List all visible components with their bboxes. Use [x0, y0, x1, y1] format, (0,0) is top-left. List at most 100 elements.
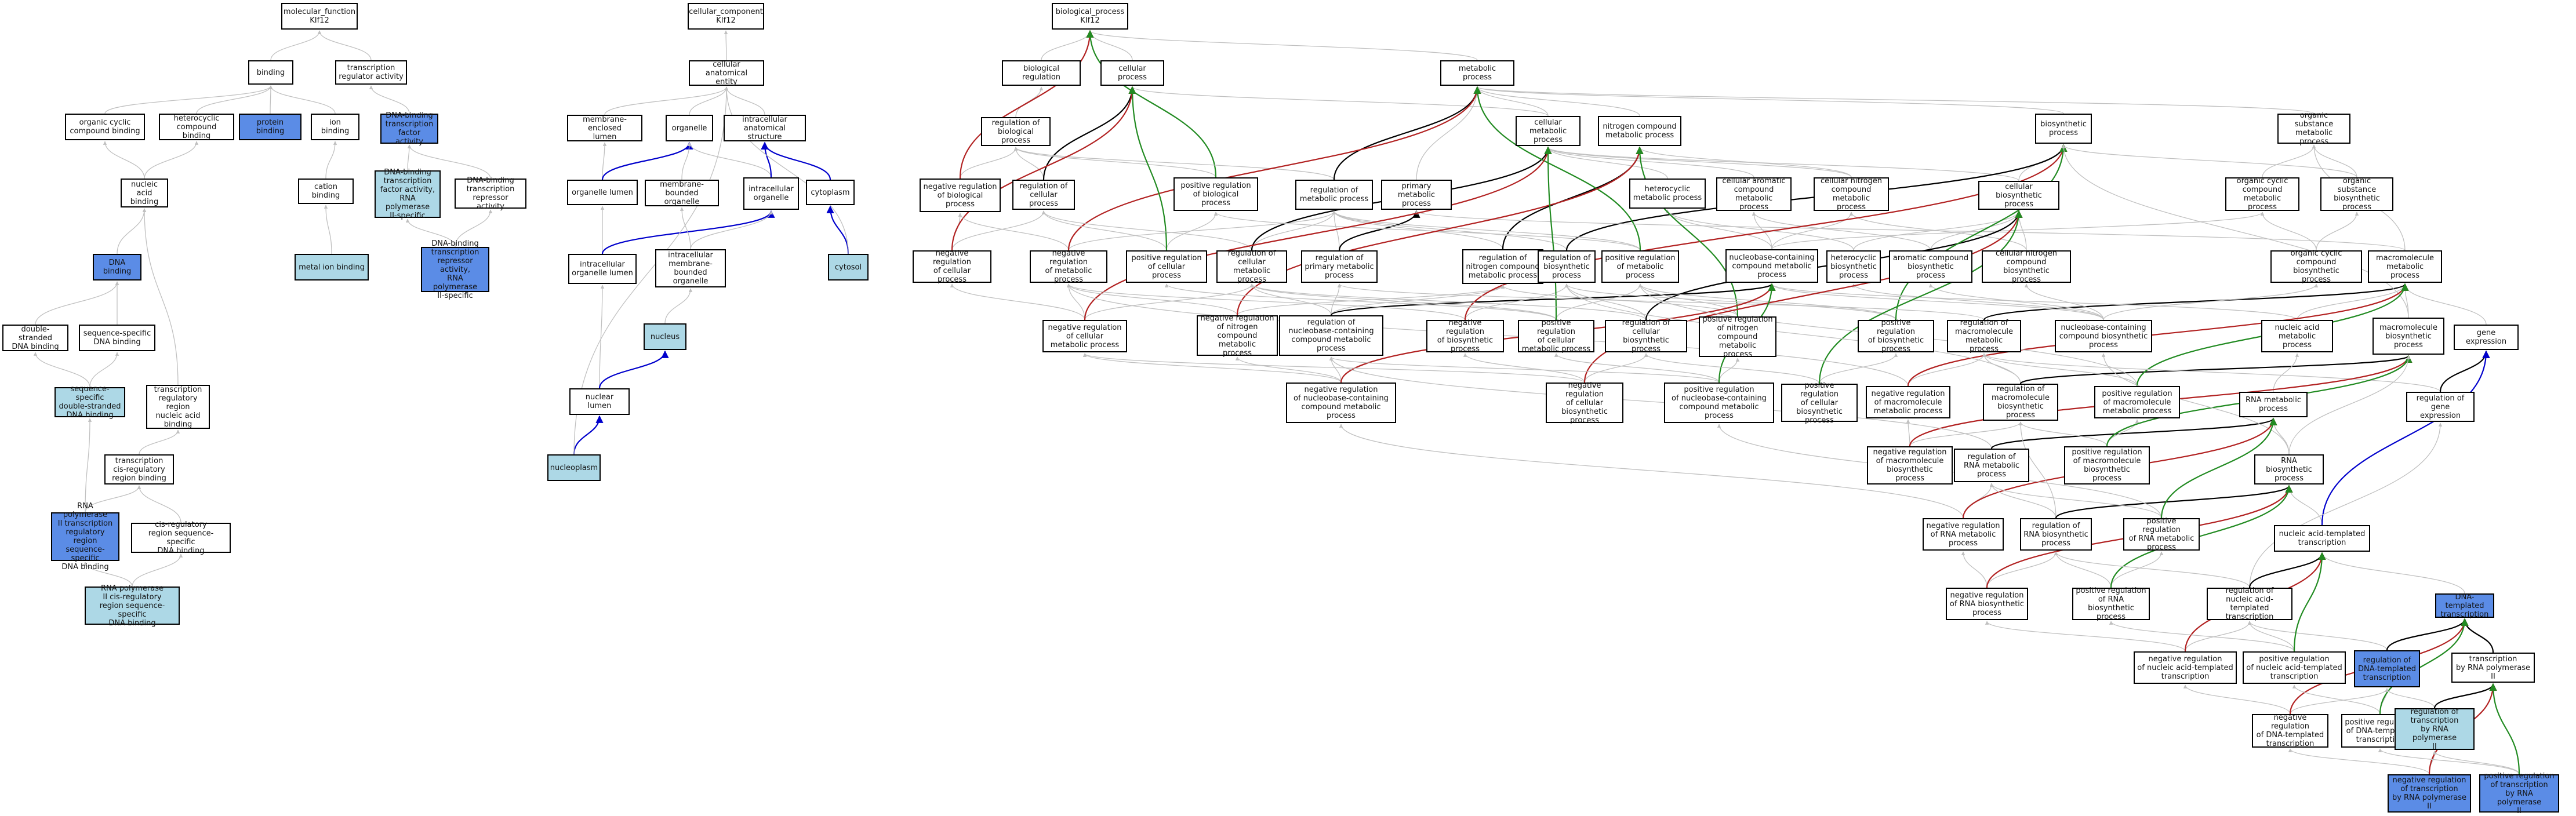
edge-pol2-reg-to-tcr	[85, 485, 141, 513]
edge-reg-nb-metab-to-reg-prim-metab	[1331, 283, 1342, 316]
edge-pos-reg-rna-biosyn-to-reg-rna-biosyn	[2054, 551, 2112, 588]
go-term-pos-reg-rna-metab: positive regulation of RNA metabolic pro…	[2123, 517, 2200, 552]
go-term-reg-gene-expr: regulation of gene expression	[2406, 392, 2475, 422]
edge-reg-nb-metab-to-nb-metab	[1330, 283, 1776, 316]
edge-mb-organelle-to-organelle	[681, 142, 692, 180]
edge-neg-reg-tr-pol2-to-neg-reg-dna-templ	[2288, 748, 2430, 775]
edge-neg-reg-cell-to-reg-cell-proc	[951, 210, 1046, 251]
go-term-rna-metab: RNA metabolic process	[2239, 392, 2308, 417]
edge-reg-rna-metab-to-reg-nb-metab	[1329, 356, 1992, 449]
go-term-seq-dna: sequence-specific DNA binding	[79, 325, 155, 351]
go-term-pos-reg-n-metab: positive regulation of nitrogen compound…	[1699, 315, 1776, 359]
edge-macro-metab-to-prim-metab	[1415, 210, 2406, 251]
edge-pos-reg-macro-metab-to-reg-macro-metab	[1982, 353, 2138, 387]
edge-pos-reg-nat-to-nat	[2293, 552, 2326, 652]
go-term-neg-reg-nb-metab: negative regulation of nucleobase-contai…	[1286, 382, 1396, 423]
go-term-dna-templ: DNA-templated transcription	[2435, 593, 2494, 619]
go-term-neg-reg-cell-biosyn: negative regulation of cellular biosynth…	[1546, 381, 1623, 425]
edge-hetero-metab-to-cell-metab	[1546, 147, 1668, 179]
edge-tr-reg-to-mf-root	[317, 30, 372, 61]
edge-reg-cell-biosyn-to-reg-cell-metab	[1249, 283, 1647, 320]
edge-reg-cell-metab-to-reg-cell-proc	[1041, 210, 1252, 251]
go-term-intra-mb-org: intracellular membrane-bounded organelle	[655, 249, 726, 287]
edge-pos-reg-dna-templ-to-dna-templ	[2379, 618, 2469, 715]
edge-reg-nat-to-nat	[2248, 552, 2326, 588]
go-term-reg-rna-biosyn: regulation of RNA biosynthetic process	[2020, 518, 2092, 551]
edge-neg-reg-metab-to-neg-reg-bio	[958, 213, 1069, 251]
go-term-protein-bind: protein binding	[239, 114, 301, 140]
go-term-nucleus: nucleus	[644, 323, 686, 350]
edge-pos-reg-cell-biosyn-to-pos-reg-biosyn2	[1819, 353, 1898, 384]
edge-neg-reg-n-metab-to-reg-n-metab	[1237, 285, 1505, 316]
edge-rna-biosyn-to-rna-metab	[2271, 418, 2290, 455]
go-term-dbtf-pol2: DNA-binding transcription factor activit…	[375, 168, 441, 220]
go-term-nucleoplasm: nucleoplasm	[547, 454, 601, 481]
edge-tr-pol2-to-dna-templ	[2461, 618, 2494, 653]
edge-neg-reg-dna-templ-to-neg-reg-nat	[2183, 684, 2291, 715]
go-term-intra-struct: intracellular anatomical structure	[724, 115, 806, 141]
edge-pos-reg-nat-to-reg-nat	[2247, 621, 2295, 652]
edge-hetero-bind-to-binding	[196, 85, 273, 114]
edge-neg-reg-rna-biosyn-to-reg-rna-biosyn	[1986, 551, 2058, 588]
edge-cis-reg-to-tcr	[137, 485, 181, 523]
go-term-nb-biosyn: nucleobase-containing compound biosynthe…	[2055, 320, 2152, 352]
edge-rna-biosyn-to-nb-biosyn	[2101, 353, 2290, 455]
edge-neg-reg-cell-metab-to-cell-metab	[1084, 146, 1552, 320]
edge-nucleic-bind-to-org-cyclic-bind	[103, 141, 145, 179]
edge-pos-reg-biosyn-to-pos-reg-cell	[1164, 283, 1557, 320]
edge-pos-reg-tr-pol2-to-tr-pol2	[2489, 683, 2520, 775]
go-term-neg-reg-tr-pol2: negative regulation of transcription by …	[2388, 774, 2471, 813]
go-term-bio-reg: biological regulation	[1002, 60, 1081, 86]
go-term-neg-reg-cell: negative regulation of cellular process	[913, 249, 991, 284]
edge-pos-reg-nat-to-pos-reg-rna-biosyn	[2109, 621, 2295, 652]
edge-reg-tr-pol2-to-reg-dna-templ	[2385, 688, 2435, 709]
edge-protein-bind-to-binding	[268, 85, 273, 114]
go-term-binding: binding	[248, 60, 293, 85]
edge-neg-reg-nat-to-neg-reg-rna-biosyn	[1985, 621, 2186, 652]
go-term-intra-organelle: intracellular organelle	[743, 177, 799, 210]
edge-pos-reg-n-metab-to-reg-n-metab	[1500, 285, 1738, 317]
edge-neg-reg-nb-metab-to-neg-reg-cell-metab	[1082, 353, 1342, 383]
edge-pos-reg-cell-to-pos-reg-bio	[1166, 212, 1218, 251]
edge-tcr-to-tr-region	[139, 429, 180, 455]
edge-intra-mb-org-to-mb-organelle	[680, 207, 691, 250]
edge-pol2-cis-to-pol2-reg	[83, 562, 133, 587]
edge-reg-macro-biosyn-to-reg-biosyn	[1564, 283, 2021, 384]
edge-os-biosyn-to-biosyn	[2061, 144, 2357, 178]
edge-neg-reg-cell-metab-to-neg-reg-cell	[950, 283, 1085, 320]
go-term-dbtr: DNA-binding transcription repressor acti…	[455, 176, 526, 211]
edge-intra-struct-to-cae	[724, 86, 765, 115]
edge-pos-reg-cell-to-reg-cell-proc	[1041, 210, 1167, 251]
edge-arom-biosyn-to-aromatic-metab	[1752, 212, 1931, 251]
edge-nb-biosyn-to-cell-n-biosyn	[2024, 283, 2104, 320]
edge-neg-reg-cell-biosyn-to-neg-reg-cell-metab	[1082, 353, 1585, 383]
go-term-pos-reg-macro-biosyn: positive regulation of macromolecule bio…	[2064, 446, 2150, 485]
edge-pos-reg-n-metab-to-ncmp	[1636, 146, 1739, 317]
go-term-pos-reg-tr-pol2: positive regulation of transcription by …	[2479, 772, 2559, 815]
edge-seq-ds-to-ds-dna	[33, 352, 90, 388]
edge-nb-biosyn-to-arom-biosyn	[1928, 283, 2104, 320]
go-term-cytoplasm: cytoplasm	[806, 180, 855, 205]
go-term-neg-reg-rna-metab: negative regulation of RNA metabolic pro…	[1923, 518, 2004, 551]
edge-cell-metab-to-cell-proc	[1130, 86, 1549, 116]
edge-aromatic-metab-to-cell-metab	[1546, 147, 1754, 178]
go-term-reg-macro-metab: regulation of macromolecule metabolic pr…	[1947, 319, 2021, 354]
edge-nb-metab-to-org-cyclic-metab	[1771, 212, 2265, 250]
go-term-reg-nat: regulation of nucleic acid-templated tra…	[2207, 586, 2292, 621]
edge-dna-templ-to-nat	[2320, 552, 2465, 594]
go-term-cell-metab: cellular metabolic process	[1516, 116, 1581, 146]
edge-nucleic-metab-to-nb-metab	[1770, 283, 2298, 320]
edge-neg-reg-cell-metab-to-reg-cell-metab	[1084, 283, 1254, 320]
edge-rna-biosyn-to-macro-biosyn	[2288, 355, 2411, 455]
edge-pos-reg-rna-biosyn-to-rna-biosyn	[2110, 485, 2293, 588]
edge-nuclear-lumen-to-intra-org-lumen	[599, 285, 605, 389]
edge-neg-reg-rna-biosyn-to-neg-reg-rna-metab	[1961, 551, 1988, 588]
go-term-tr-reg: transcription regulator activity	[335, 60, 407, 85]
edge-reg-n-metab-to-reg-metab	[1332, 210, 1503, 250]
edge-binding-to-mf-root	[270, 30, 322, 61]
edge-neg-reg-metab-to-reg-metab	[1068, 210, 1336, 251]
edge-reg-rna-biosyn-to-rna-biosyn	[2055, 485, 2293, 519]
edge-intra-mb-org-to-intra-organelle	[690, 210, 773, 250]
edge-reg-biosyn-to-reg-metab	[1332, 210, 1567, 251]
